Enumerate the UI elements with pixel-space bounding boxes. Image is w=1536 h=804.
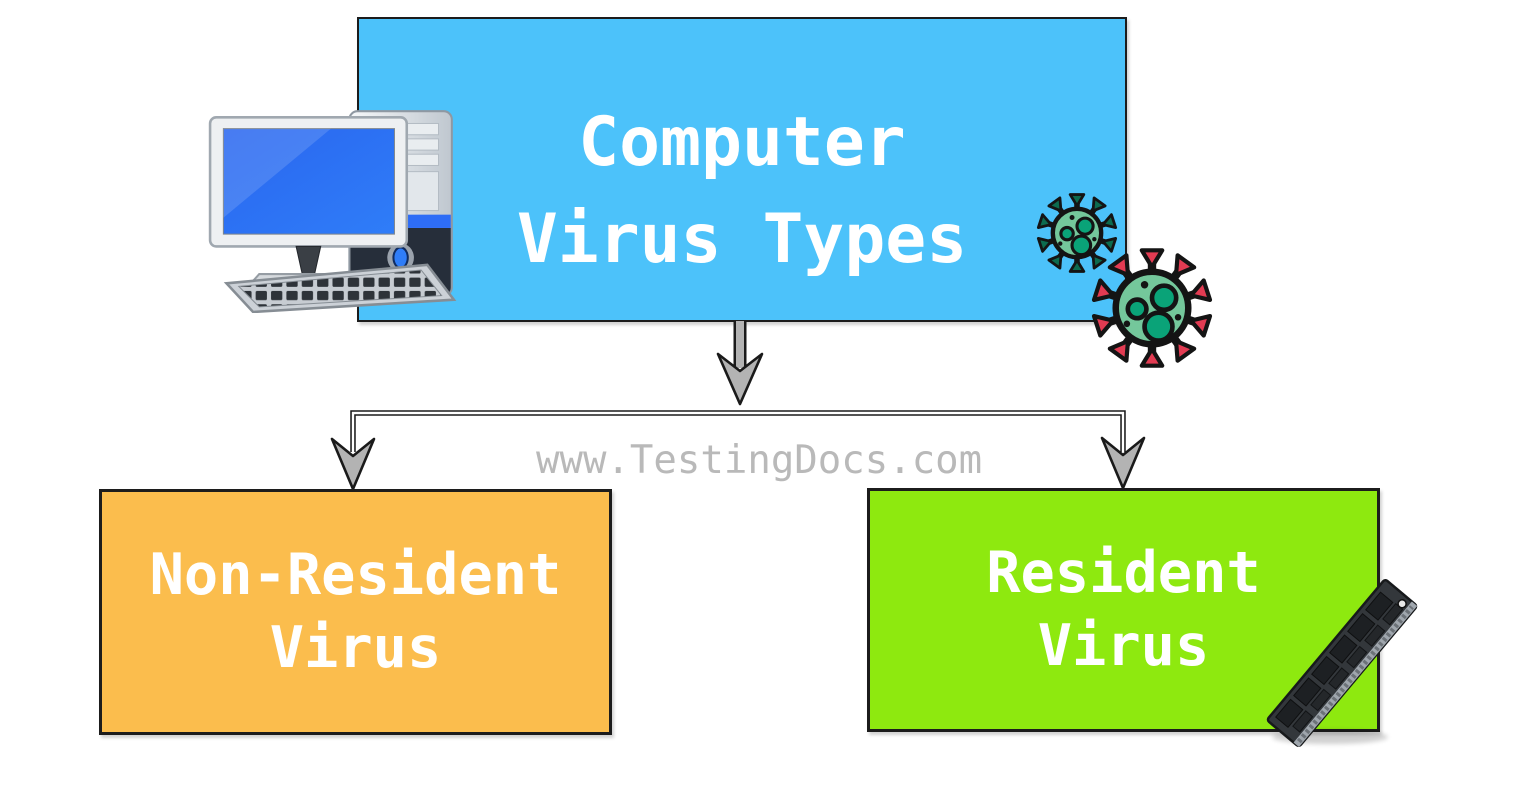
node-label-line: Computer <box>578 102 906 182</box>
node-non-resident-virus: Non-Resident Virus <box>99 489 612 735</box>
node-label-line: Resident <box>986 540 1261 606</box>
arrowhead-left-icon <box>330 437 376 491</box>
node-label-line: Virus <box>1037 613 1210 679</box>
arrowhead-center-icon <box>716 352 764 406</box>
node-label-line: Non-Resident <box>149 542 562 608</box>
node-label-line: Virus <box>269 615 442 681</box>
watermark-text: www.TestingDocs.com <box>536 438 983 483</box>
node-label-line: Virus Types <box>516 199 968 279</box>
arrowhead-right-icon <box>1100 436 1146 490</box>
node-computer-virus-types: Computer Virus Types <box>357 17 1127 322</box>
node-resident-virus: Resident Virus <box>867 488 1380 732</box>
